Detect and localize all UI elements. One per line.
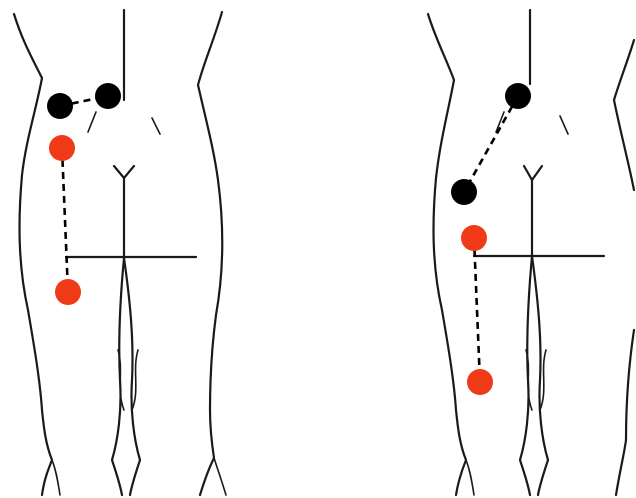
left-foot-left xyxy=(52,460,60,495)
right-hip-mark-right xyxy=(560,116,568,134)
right-inner-leg-right xyxy=(532,256,548,495)
right-foot-left xyxy=(466,460,474,495)
right-panel xyxy=(428,10,634,495)
left-hip-mark-right xyxy=(152,118,160,134)
left-inner-leg-left xyxy=(112,178,124,495)
right-black-marker-upper xyxy=(505,83,531,109)
right-black-connector xyxy=(464,96,518,192)
right-body-outer-contour xyxy=(428,14,466,495)
right-red-connector xyxy=(474,238,480,382)
left-body-right-contour xyxy=(198,12,222,495)
right-red-marker-upper xyxy=(461,225,487,251)
right-body-right-lower-contour xyxy=(616,330,634,495)
left-black-marker-lateral xyxy=(47,93,73,119)
left-red-marker-lower xyxy=(55,279,81,305)
right-red-marker-lower xyxy=(467,369,493,395)
left-red-marker-upper xyxy=(49,135,75,161)
right-crotch-v xyxy=(524,166,542,180)
right-body-right-contour xyxy=(614,40,634,190)
right-black-marker-lower xyxy=(451,179,477,205)
left-crotch-v xyxy=(114,166,134,178)
left-foot-right xyxy=(214,458,226,495)
left-hip-mark-left xyxy=(88,112,96,132)
left-panel xyxy=(14,10,226,495)
left-inner-leg-right xyxy=(124,258,140,495)
left-black-marker-medial xyxy=(95,83,121,109)
left-body-outer-contour xyxy=(14,14,52,495)
right-inner-leg-left xyxy=(520,180,532,495)
left-red-connector xyxy=(62,148,68,292)
